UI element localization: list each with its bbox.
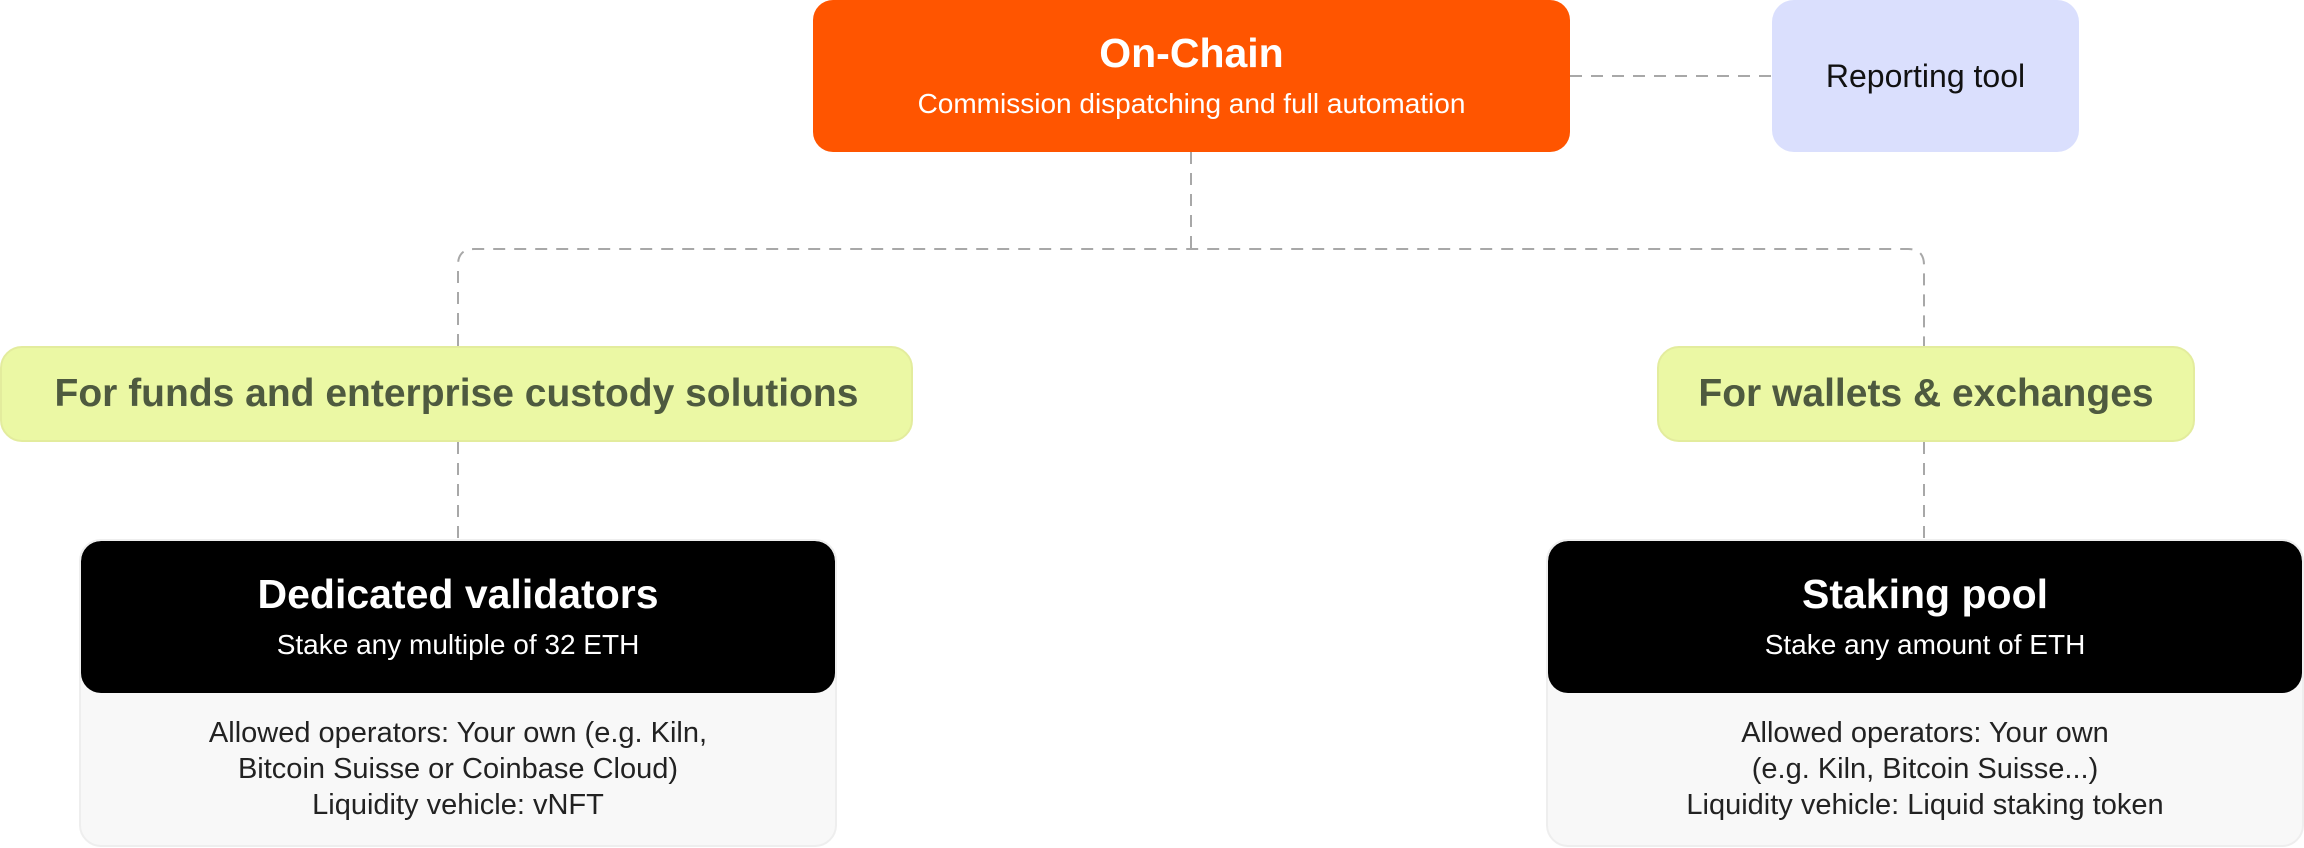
- category-funds-enterprise: For funds and enterprise custody solutio…: [0, 346, 913, 442]
- product-card-staking-pool: Staking pool Stake any amount of ETH All…: [1546, 539, 2304, 847]
- product-card-header: Staking pool Stake any amount of ETH: [1548, 541, 2302, 693]
- product-card-details: Allowed operators: Your own (e.g. Kiln, …: [1548, 693, 2302, 845]
- category-wallets-exchanges-label: For wallets & exchanges: [1698, 372, 2154, 415]
- product-detail-line: Allowed operators: Your own (e.g. Kiln,: [208, 717, 708, 749]
- on-chain-node: On-Chain Commission dispatching and full…: [813, 0, 1570, 152]
- product-subtitle: Stake any multiple of 32 ETH: [276, 629, 640, 660]
- reporting-tool-node: Reporting tool: [1772, 0, 2079, 152]
- connector-branch: [457, 248, 1925, 346]
- product-detail-line: Bitcoin Suisse or Coinbase Cloud): [237, 753, 679, 785]
- on-chain-title: On-Chain: [1099, 30, 1284, 76]
- product-detail-line: Allowed operators: Your own: [1741, 717, 2109, 749]
- product-card-header: Dedicated validators Stake any multiple …: [81, 541, 835, 693]
- product-detail-line: (e.g. Kiln, Bitcoin Suisse...): [1751, 753, 2099, 785]
- product-title: Staking pool: [1802, 571, 2048, 617]
- product-subtitle: Stake any amount of ETH: [1764, 629, 2086, 660]
- product-detail-line: Liquidity vehicle: Liquid staking token: [1686, 789, 2164, 821]
- on-chain-subtitle: Commission dispatching and full automati…: [917, 88, 1466, 119]
- reporting-tool-label: Reporting tool: [1825, 57, 2026, 94]
- product-detail-line: Liquidity vehicle: vNFT: [312, 789, 604, 821]
- category-funds-enterprise-label: For funds and enterprise custody solutio…: [54, 372, 859, 415]
- product-title: Dedicated validators: [257, 571, 659, 617]
- product-card-dedicated-validators: Dedicated validators Stake any multiple …: [79, 539, 837, 847]
- product-card-details: Allowed operators: Your own (e.g. Kiln, …: [81, 693, 835, 845]
- category-wallets-exchanges: For wallets & exchanges: [1657, 346, 2195, 442]
